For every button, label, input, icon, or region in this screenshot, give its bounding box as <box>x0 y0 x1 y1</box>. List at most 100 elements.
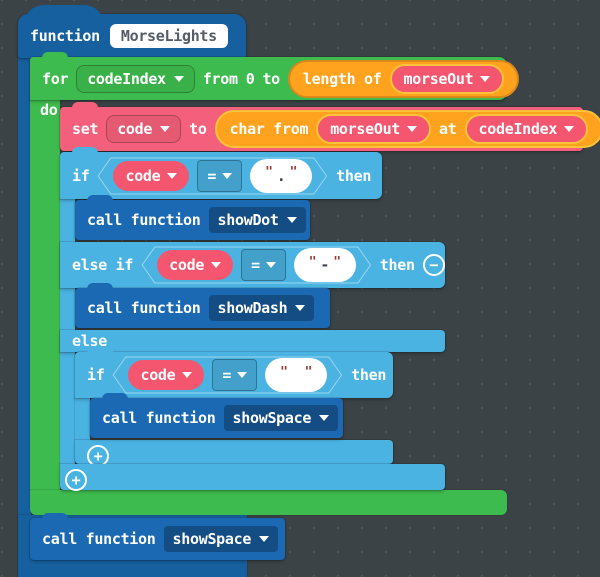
call-function-showspace-block[interactable]: call function showSpace <box>90 393 343 438</box>
code-variable-pill[interactable]: code <box>157 250 234 280</box>
then-label: then <box>336 166 372 185</box>
then-label: then <box>379 256 415 274</box>
nested-if-block-header[interactable]: if code = " " then <box>75 347 393 398</box>
else-if-row[interactable]: else if code = " - " then − <box>60 242 445 288</box>
call-function-showdot-block[interactable]: call function showDot <box>75 195 310 240</box>
function-block-left-spine <box>18 56 31 577</box>
dropdown-arrow-icon <box>160 126 171 132</box>
function-select-dropdown[interactable]: showSpace <box>223 405 339 431</box>
else-if-label: else if <box>72 256 134 274</box>
codeindex-variable-pill[interactable]: codeIndex <box>464 114 589 144</box>
showdash-label: showDash <box>217 299 288 317</box>
morseout-variable-pill[interactable]: morseOut <box>316 114 432 144</box>
nested-if-condition-slot[interactable]: code = " " <box>112 356 343 394</box>
open-quote: " <box>280 364 288 380</box>
for-loop-left-spine: do <box>30 100 60 490</box>
dropdown-arrow-icon <box>295 305 306 311</box>
nested-if-bottom-bar: + <box>75 440 393 467</box>
if-label: if <box>72 166 90 185</box>
function-select-dropdown[interactable]: showDash <box>208 295 315 321</box>
close-quote: " <box>304 364 313 380</box>
dropdown-arrow-icon <box>211 262 222 268</box>
morseout-label: morseOut <box>330 120 401 138</box>
code-label: code <box>125 166 161 185</box>
function-select-dropdown[interactable]: showDot <box>208 207 306 233</box>
code-variable-pill[interactable]: code <box>113 160 190 191</box>
code-variable-label: code <box>117 120 153 138</box>
dropdown-arrow-icon <box>564 126 575 132</box>
code-label: code <box>140 366 176 384</box>
set-variable-dropdown[interactable]: code <box>106 115 182 143</box>
dropdown-arrow-icon <box>407 126 418 132</box>
function-keyword-label: function <box>30 27 100 45</box>
equals-label: = <box>222 366 232 384</box>
for-loop-bottom-bar <box>30 490 507 515</box>
if-condition-slot[interactable]: code = " . " <box>97 157 328 195</box>
comparison-operator-dropdown[interactable]: = <box>197 159 243 192</box>
comparison-operator-dropdown[interactable]: = <box>212 359 258 391</box>
hexagon-outline-icon <box>112 356 343 394</box>
equals-label: = <box>251 256 260 274</box>
set-variable-block[interactable]: set code to char from morseOut at codeIn… <box>60 102 600 151</box>
comparison-operator-dropdown[interactable]: = <box>241 249 286 281</box>
dropdown-arrow-icon <box>265 262 276 268</box>
string-value-field[interactable]: " . " <box>250 158 313 193</box>
string-value-field[interactable]: " " <box>265 358 328 392</box>
nested-if-left-spine <box>75 398 90 440</box>
string-value: - <box>320 256 330 274</box>
dropdown-arrow-icon <box>237 372 248 378</box>
call-function-label: call function <box>87 299 201 317</box>
dropdown-arrow-icon <box>480 75 491 82</box>
else-row[interactable]: else <box>60 330 445 352</box>
open-quote: " <box>265 165 273 180</box>
then-label: then <box>351 366 387 384</box>
call-function-label: call function <box>42 530 156 548</box>
open-quote: " <box>308 254 317 270</box>
dropdown-arrow-icon <box>182 372 193 378</box>
string-value-field[interactable]: " - " <box>293 248 356 282</box>
morseout-label: morseOut <box>403 69 474 88</box>
dropdown-arrow-icon <box>286 217 297 223</box>
collapse-branch-icon[interactable]: − <box>422 254 445 276</box>
if-label: if <box>87 366 105 384</box>
for-label: for <box>42 69 69 88</box>
else-if-condition-slot[interactable]: code = " - " <box>141 246 372 284</box>
call-function-showspace-bottom-block[interactable]: call function showSpace <box>30 513 285 560</box>
else-label: else <box>72 332 107 350</box>
call-function-label: call function <box>102 409 216 427</box>
add-else-branch-icon[interactable]: + <box>65 469 87 491</box>
for-loop-block[interactable]: for codeIndex from 0 to length of morseO… <box>30 52 520 100</box>
length-of-label: length of <box>302 69 382 88</box>
char-from-block[interactable]: char from morseOut at codeIndex <box>214 110 600 148</box>
call-function-label: call function <box>87 211 201 229</box>
dropdown-arrow-icon <box>222 172 233 179</box>
morseout-variable-pill[interactable]: morseOut <box>389 63 505 94</box>
function-select-dropdown[interactable]: showSpace <box>163 526 279 552</box>
showspace-label: showSpace <box>172 530 252 548</box>
char-from-label: char from <box>229 120 309 138</box>
dropdown-arrow-icon <box>167 172 178 179</box>
to-label: to <box>262 69 280 88</box>
if-block-header[interactable]: if code = " . " then <box>60 147 382 199</box>
string-value: . <box>276 166 286 185</box>
code-variable-pill[interactable]: code <box>128 360 205 390</box>
hexagon-outline-icon <box>97 157 328 195</box>
showdot-label: showDot <box>217 211 279 229</box>
function-name-field[interactable]: MorseLights <box>109 24 228 48</box>
to-label: to <box>189 120 207 138</box>
loop-variable-dropdown[interactable]: codeIndex <box>76 64 195 93</box>
do-label: do <box>40 101 58 119</box>
dropdown-arrow-icon <box>319 415 330 421</box>
at-label: at <box>439 120 457 138</box>
function-definition-block[interactable]: function MorseLights <box>18 5 246 58</box>
loop-start-value[interactable]: 0 <box>245 69 255 88</box>
close-quote: " <box>333 254 341 270</box>
from-label: from <box>202 69 238 88</box>
dropdown-arrow-icon <box>173 75 184 82</box>
showspace-label: showSpace <box>232 409 312 427</box>
code-label: code <box>169 256 205 274</box>
close-quote: " <box>289 165 298 180</box>
call-function-showdash-block[interactable]: call function showDash <box>75 283 330 328</box>
length-of-block[interactable]: length of morseOut <box>287 59 520 98</box>
